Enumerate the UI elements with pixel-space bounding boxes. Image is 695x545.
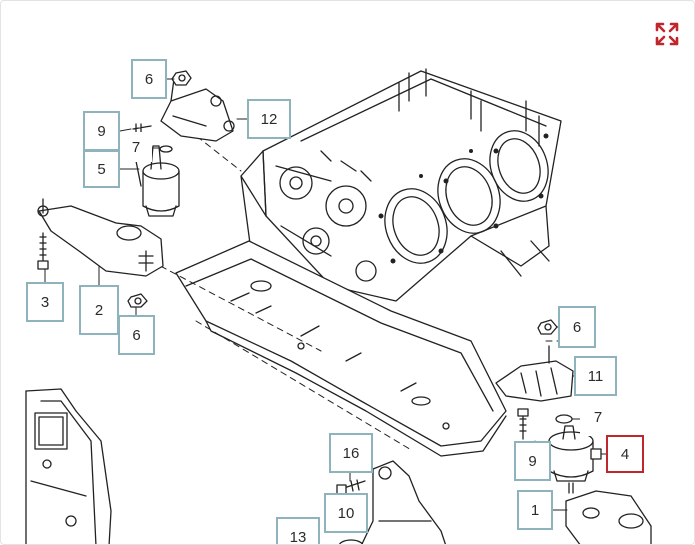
bolt-9-right xyxy=(517,408,529,440)
left-engine-mount xyxy=(135,145,180,217)
subframe-left xyxy=(25,388,112,544)
callout-6-right[interactable]: 6 xyxy=(558,306,596,348)
callout-3[interactable]: 3 xyxy=(26,282,64,322)
callout-11[interactable]: 11 xyxy=(574,356,617,396)
callout-5[interactable]: 5 xyxy=(83,150,120,188)
engine-block xyxy=(240,68,562,302)
callout-9-left[interactable]: 9 xyxy=(83,111,120,151)
lower-center-bracket xyxy=(338,460,447,544)
right-bracket xyxy=(495,345,574,402)
callout-9-right[interactable]: 9 xyxy=(514,441,551,481)
left-bracket xyxy=(160,78,235,142)
callout-16[interactable]: 16 xyxy=(329,433,373,473)
callout-2[interactable]: 2 xyxy=(79,285,119,335)
callout-6-top-left[interactable]: 6 xyxy=(131,59,167,99)
oil-sump xyxy=(175,240,507,457)
washer-7-right xyxy=(555,414,573,424)
callout-7-left[interactable]: 7 xyxy=(120,132,152,162)
nut-6-left xyxy=(171,70,192,86)
callout-4[interactable]: 4 xyxy=(606,435,644,473)
expand-icon[interactable] xyxy=(652,19,682,49)
left-support-arm xyxy=(37,198,164,277)
callout-10[interactable]: 10 xyxy=(324,493,368,533)
callout-12[interactable]: 12 xyxy=(247,99,291,139)
callout-6-under-arm[interactable]: 6 xyxy=(118,315,155,355)
callout-7-right[interactable]: 7 xyxy=(580,398,616,436)
right-support-arm xyxy=(565,490,652,544)
right-engine-mount xyxy=(548,425,602,494)
bolt-16 xyxy=(336,479,366,495)
nut-6-right xyxy=(537,319,558,335)
callout-1[interactable]: 1 xyxy=(517,490,553,530)
callout-13[interactable]: 13 xyxy=(276,517,320,544)
nut-6-under xyxy=(127,293,148,308)
bolt-3 xyxy=(37,232,49,270)
